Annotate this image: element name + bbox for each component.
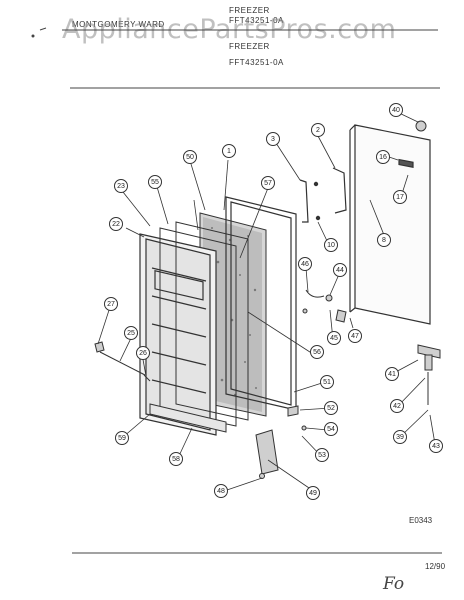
inner-door-liner: [139, 233, 217, 436]
liner-rim: [159, 221, 249, 427]
model-top: FFT43251-0A: [229, 16, 284, 25]
callout-41: 41: [385, 367, 399, 381]
callout-2: 2: [311, 123, 325, 137]
callout-23: 23: [114, 179, 128, 193]
callout-42: 42: [390, 399, 404, 413]
callout-46: 46: [298, 257, 312, 271]
callout-50: 50: [183, 150, 197, 164]
callout-47: 47: [348, 329, 362, 343]
figure-code: E0343: [409, 516, 433, 525]
callout-43: 43: [429, 439, 443, 453]
title-top: FREEZER: [229, 6, 270, 15]
handwritten-note: Fo: [383, 574, 405, 594]
bottom-trim: [149, 403, 227, 433]
callout-51: 51: [320, 375, 334, 389]
callout-52: 52: [324, 401, 338, 415]
page-title: FREEZER: [229, 42, 270, 51]
callout-44: 44: [333, 263, 347, 277]
callout-26: 26: [136, 346, 150, 360]
callout-39: 39: [393, 430, 407, 444]
callout-59: 59: [115, 431, 129, 445]
callout-17: 17: [393, 190, 407, 204]
callout-8: 8: [377, 233, 391, 247]
callout-16: 16: [376, 150, 390, 164]
callout-45: 45: [327, 331, 341, 345]
callout-27: 27: [104, 297, 118, 311]
callout-25: 25: [124, 326, 138, 340]
callout-3: 3: [266, 132, 280, 146]
callout-56: 56: [310, 345, 324, 359]
callout-10: 10: [324, 238, 338, 252]
callout-53: 53: [315, 448, 329, 462]
callout-57: 57: [261, 176, 275, 190]
callout-40: 40: [389, 103, 403, 117]
model-number: FFT43251-0A: [229, 58, 284, 67]
brand-name: MONTGOMERY WARD: [72, 20, 165, 29]
header-rules: [31, 27, 442, 554]
callout-54: 54: [324, 422, 338, 436]
door-handle: [299, 167, 347, 223]
callout-58: 58: [169, 452, 183, 466]
outer-door: [349, 124, 431, 325]
callout-1: 1: [222, 144, 236, 158]
callout-22: 22: [109, 217, 123, 231]
callout-55: 55: [148, 175, 162, 189]
callout-49: 49: [306, 486, 320, 500]
callout-48: 48: [214, 484, 228, 498]
date-code: 12/90: [425, 562, 446, 571]
